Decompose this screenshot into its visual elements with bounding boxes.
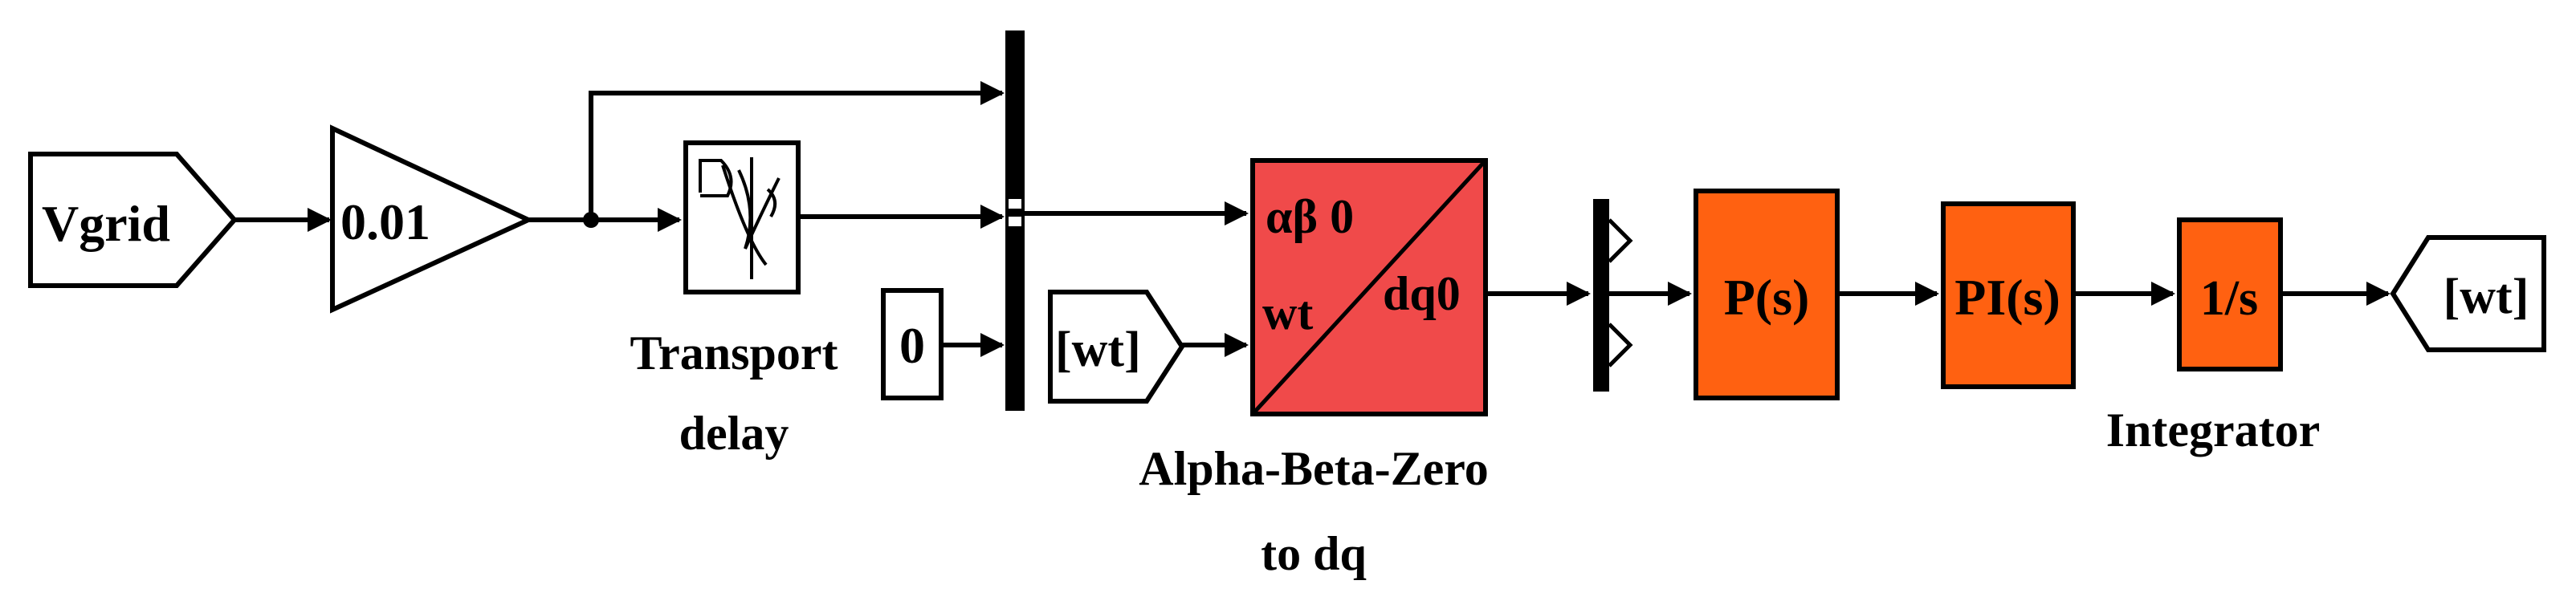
wt-from-block[interactable]: [wt] (1048, 290, 1185, 404)
constant-zero-value: 0 (899, 317, 925, 374)
vgrid-label: Vgrid (42, 195, 170, 252)
transform-caption-line1: Alpha-Beta-Zero (1139, 442, 1489, 495)
transport-delay-caption-line1: Transport (630, 327, 838, 380)
transform-diagonal (1251, 159, 1487, 416)
p-block-label: P(s) (1724, 269, 1810, 326)
constant-zero-block[interactable]: 0 (881, 288, 944, 400)
wt-from-label: [wt] (1055, 323, 1141, 377)
pi-block-label: PI(s) (1954, 269, 2060, 326)
integrator-label: 1/s (2200, 271, 2258, 326)
transport-delay-caption-line2: delay (679, 407, 789, 460)
integrator-block[interactable]: 1/s (2177, 217, 2283, 371)
pi-block[interactable]: PI(s) (1941, 201, 2076, 389)
p-block[interactable]: P(s) (1694, 189, 1840, 400)
transport-delay-icon (699, 157, 781, 279)
wire-branch-to-mux-top (589, 81, 1005, 220)
gain-block[interactable]: 0.01 (330, 124, 535, 314)
alpha-beta-zero-to-dq-block[interactable]: αβ 0 wt dq0 (1250, 158, 1488, 416)
integrator-caption: Integrator (2106, 404, 2321, 457)
wt-goto-label: [wt] (2444, 270, 2529, 324)
demux-block[interactable] (1593, 199, 1633, 392)
transform-input-alpha-beta: αβ 0 (1266, 190, 1354, 243)
gain-value: 0.01 (340, 193, 430, 250)
transform-output-dq0: dq0 (1383, 267, 1461, 320)
vgrid-from-block[interactable]: Vgrid (28, 152, 238, 288)
transport-delay-block[interactable] (683, 140, 801, 294)
transform-input-wt: wt (1262, 286, 1313, 339)
wt-goto-block[interactable]: [wt] (2390, 235, 2546, 352)
transform-caption-line2: to dq (1261, 527, 1367, 580)
mux-block[interactable] (1005, 30, 1025, 411)
